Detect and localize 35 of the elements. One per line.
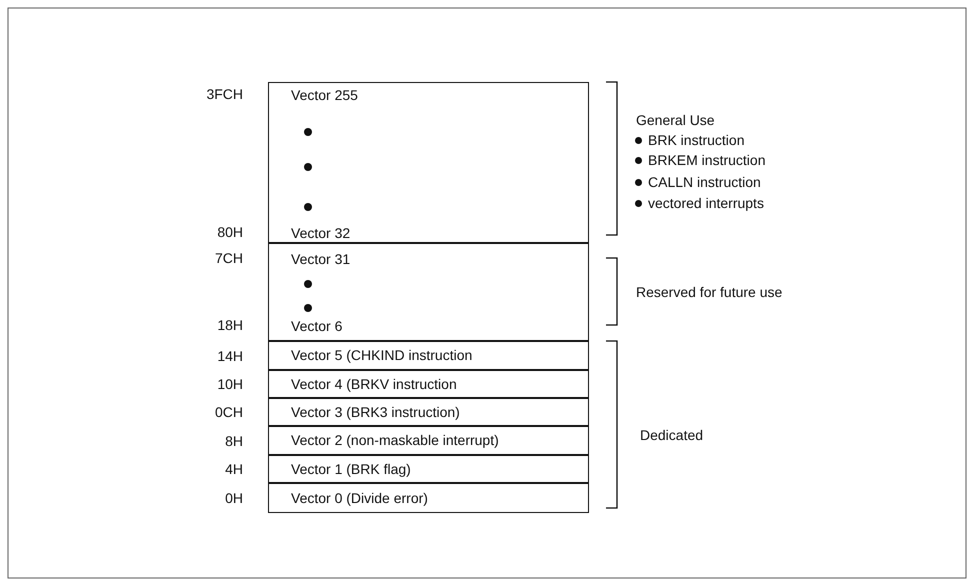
address-label: 8H	[224, 432, 243, 448]
memory-slot	[268, 341, 589, 370]
vector-label: Vector 255	[291, 87, 358, 103]
vector-label: Vector 31	[291, 251, 350, 267]
address-label: 80H	[216, 224, 243, 240]
list-item: CALLN instruction	[648, 174, 761, 190]
address-label: 7CH	[214, 250, 243, 266]
vector-label: Vector 32	[291, 225, 350, 241]
address-label: 18H	[216, 317, 243, 333]
memory-slot	[268, 483, 589, 513]
group-label: Reserved for future use	[636, 284, 782, 300]
address-label: 0CH	[214, 404, 243, 420]
group-label: General Use	[636, 112, 715, 128]
group-label: Dedicated	[640, 427, 704, 443]
vector-label: Vector 0 (Divide error)	[291, 490, 428, 506]
list-item: BRKEM instruction	[648, 152, 766, 168]
list-item: BRK instruction	[648, 132, 744, 148]
address-label: 4H	[224, 461, 243, 477]
address-label: 0H	[224, 490, 243, 506]
memory-slot	[268, 426, 589, 455]
vector-label: Vector 1 (BRK flag)	[291, 460, 411, 476]
vector-label: Vector 6	[291, 318, 342, 334]
address-label: 10H	[216, 376, 243, 392]
vector-label: Vector 5 (CHKIND instruction	[291, 347, 472, 363]
memory-slot	[268, 398, 589, 426]
memory-slot	[268, 82, 589, 243]
address-label: 3FCH	[205, 86, 243, 102]
memory-slot	[268, 455, 589, 483]
address-label: 14H	[216, 348, 243, 364]
memory-slot	[268, 370, 589, 398]
list-item: vectored interrupts	[648, 195, 764, 211]
memory-slot	[268, 243, 589, 341]
vector-label: Vector 2 (non-maskable interrupt)	[291, 432, 499, 448]
vector-label: Vector 3 (BRK3 instruction)	[291, 404, 460, 420]
vector-label: Vector 4 (BRKV instruction	[291, 376, 457, 392]
